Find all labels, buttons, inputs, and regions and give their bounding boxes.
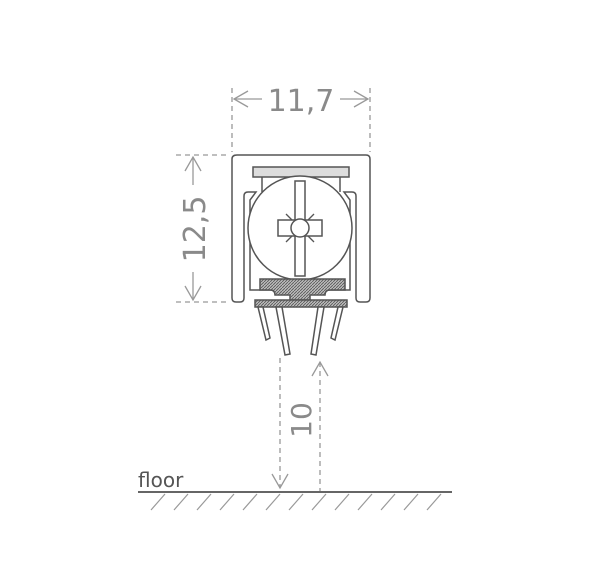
hatch-line — [403, 493, 419, 511]
floor-hatching — [150, 493, 442, 511]
hatch-line — [265, 493, 281, 511]
width-dimension-label: 11,7 — [268, 84, 335, 119]
hatch-line — [380, 493, 396, 511]
hatch-line — [334, 493, 350, 511]
hatch-line — [311, 493, 327, 511]
hatch-line — [357, 493, 373, 511]
seal-profile — [231, 154, 371, 356]
width-dimension — [231, 88, 371, 152]
height-dimension — [176, 154, 230, 303]
floor-label: floor — [138, 468, 184, 492]
hatch-line — [288, 493, 304, 511]
floor-clearance-dimension — [271, 358, 329, 492]
hatch-line — [219, 493, 235, 511]
seal-fins — [257, 306, 344, 356]
hatch-line — [196, 493, 212, 511]
floor-clearance-label: 10 — [285, 402, 318, 438]
hatch-line — [426, 493, 442, 511]
hatch-line — [173, 493, 189, 511]
hatch-line — [242, 493, 258, 511]
height-dimension-label: 12,5 — [178, 196, 213, 263]
hatch-line — [150, 493, 166, 511]
